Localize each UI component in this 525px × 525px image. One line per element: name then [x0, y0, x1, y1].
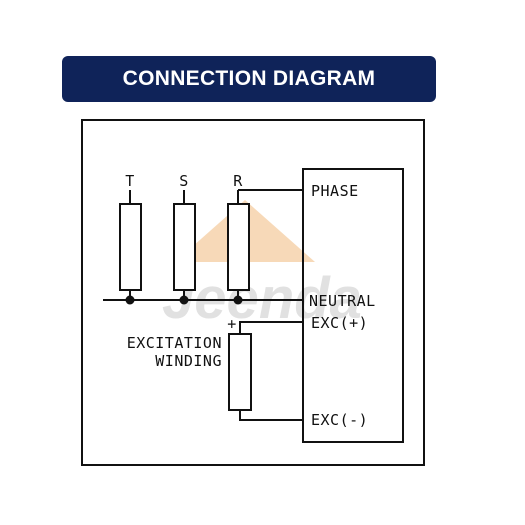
- terminal-label-s: S: [179, 172, 189, 190]
- junction-dot-t: [125, 295, 135, 305]
- neutral-junctions: [125, 295, 243, 305]
- label-exc-plus: EXC(+): [311, 314, 368, 332]
- wire-exc-minus: [239, 410, 303, 421]
- terminal-label-r: R: [233, 172, 243, 190]
- excitation-label-line2: WINDING: [155, 352, 222, 370]
- diagram-title: CONNECTION DIAGRAM: [122, 67, 376, 90]
- terminal-label-t: T: [125, 172, 135, 190]
- title-banner: CONNECTION DIAGRAM: [62, 56, 436, 102]
- winding-t: [119, 203, 142, 291]
- label-neutral: NEUTRAL: [309, 292, 376, 310]
- label-exc-minus: EXC(-): [311, 411, 368, 429]
- diagram-frame: [81, 119, 425, 466]
- regulator-box: [302, 168, 404, 443]
- excitation-label-line1: EXCITATION: [127, 334, 222, 352]
- plus-sign: +: [227, 315, 237, 333]
- junction-dot-r: [233, 295, 243, 305]
- winding-s: [173, 203, 196, 291]
- excitation-winding: [228, 333, 252, 411]
- label-phase: PHASE: [311, 182, 359, 200]
- junction-dot-s: [179, 295, 189, 305]
- phase-windings: [103, 189, 303, 421]
- wire-exc-plus: [239, 321, 303, 334]
- winding-r: [227, 203, 250, 291]
